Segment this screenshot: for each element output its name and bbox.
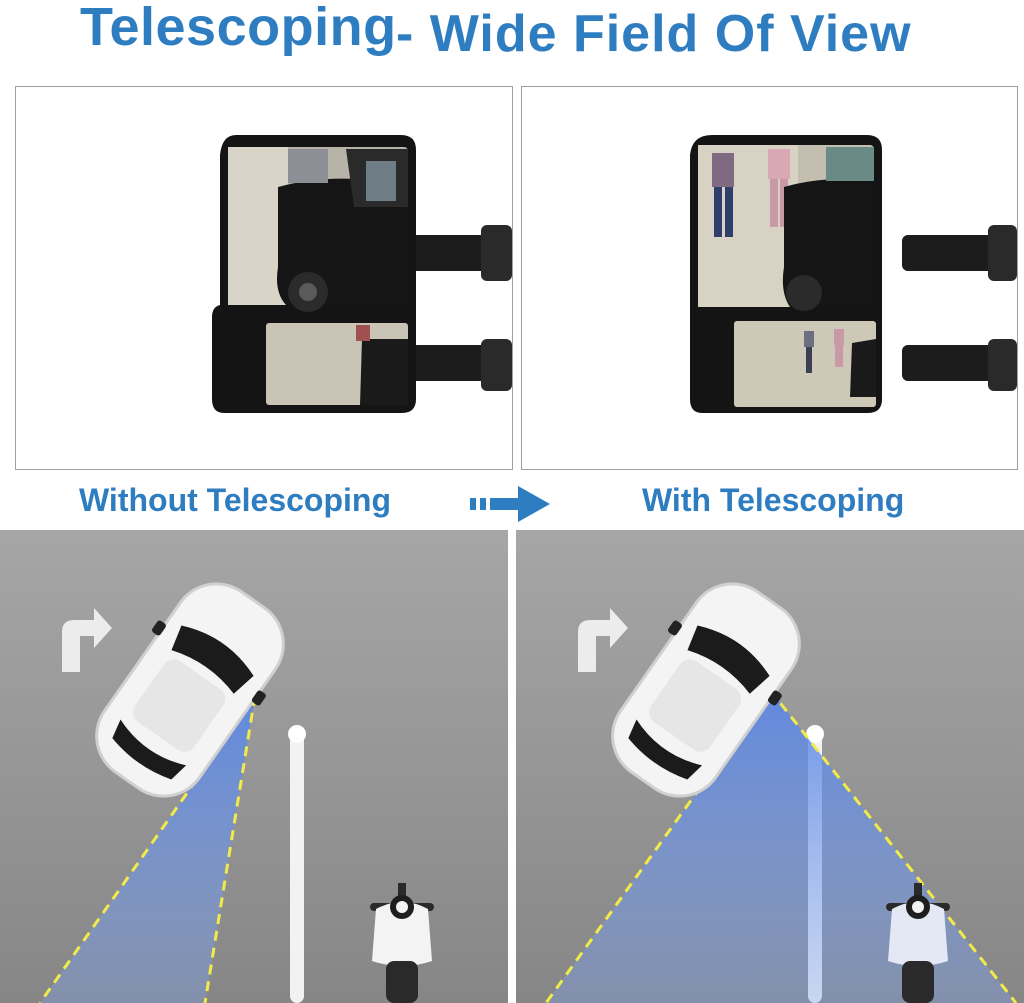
road-scene-with bbox=[516, 530, 1024, 1003]
mirror-panel-with bbox=[521, 86, 1018, 470]
page-title: Telescoping - Wide Field Of View bbox=[0, 0, 1024, 70]
mirror-illustration-with bbox=[690, 135, 1017, 413]
road-illustration-with bbox=[516, 530, 1024, 1003]
caption-without: Without Telescoping bbox=[79, 482, 391, 518]
mirror-illustration-without bbox=[212, 135, 512, 413]
mirror-panel-without bbox=[15, 86, 513, 470]
road-illustration-without bbox=[0, 530, 508, 1003]
title-rest: - Wide Field Of View bbox=[396, 5, 912, 63]
right-arrow-icon bbox=[470, 486, 550, 522]
road-scene-without bbox=[0, 530, 508, 1003]
caption-with: With Telescoping bbox=[642, 482, 905, 518]
title-main: Telescoping bbox=[80, 0, 397, 57]
